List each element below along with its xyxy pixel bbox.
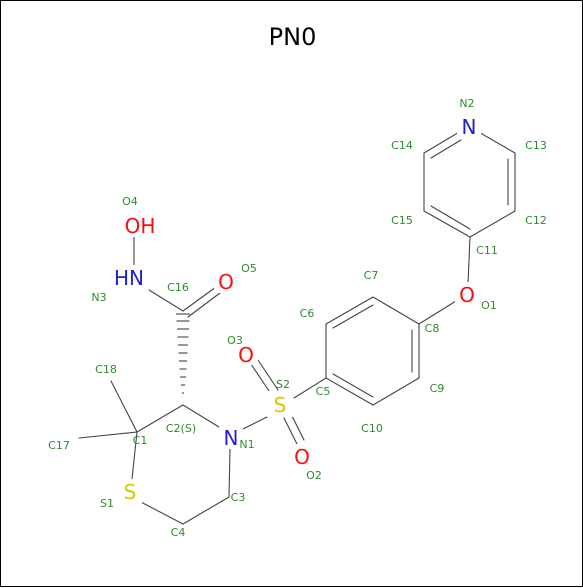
bond-c7-c6-inner (332, 304, 374, 329)
label-o5: O5 (241, 262, 257, 275)
label-c18: C18 (95, 363, 117, 376)
label-c8: C8 (425, 322, 440, 335)
bond-c2-c1 (136, 404, 184, 433)
label-c12: C12 (525, 214, 547, 227)
bond-c12-c11 (469, 210, 516, 238)
atom-o1: O (459, 283, 475, 307)
bond-o1-c8 (418, 300, 457, 325)
label-c3: C3 (231, 491, 246, 504)
bond-n1-c2 (182, 404, 220, 428)
bond-c1-c17 (78, 431, 138, 439)
label-c9: C9 (430, 382, 445, 395)
label-c16: C16 (167, 281, 189, 294)
label-o3: O3 (227, 334, 243, 347)
bond-s2-o2-b (290, 413, 305, 441)
bond-c5-c10-inner (332, 373, 374, 398)
bond-s1-c4 (138, 500, 184, 525)
bond-c10-c9 (372, 377, 420, 406)
bond-c3-n1 (228, 448, 231, 498)
label-o2: O2 (306, 469, 322, 482)
atom-o4: OH (125, 214, 156, 238)
bond-c14-n2-inner (430, 139, 462, 159)
label-c7: C7 (364, 269, 379, 282)
atom-s2: S (274, 393, 287, 417)
molecule-title: PN0 (268, 23, 317, 51)
atom-index-labels: N2 C14 C13 C15 C12 C11 C7 O1 C6 C8 O4 O5… (48, 97, 547, 539)
bond-c16-n3 (148, 289, 184, 312)
label-c4: C4 (171, 526, 186, 539)
label-n3: N3 (91, 291, 106, 304)
atom-n2: N (462, 115, 477, 139)
atom-n3: HN (114, 266, 144, 290)
atom-o5: O (218, 270, 234, 294)
atom-s1: S (124, 480, 137, 504)
bond-c1-s1 (131, 431, 138, 480)
hydroxamic-bonds (133, 236, 221, 318)
label-c6: C6 (300, 307, 315, 320)
bond-c16-o5-a (182, 286, 217, 312)
bond-s2-o3-a (250, 363, 272, 395)
label-c17: C17 (48, 439, 70, 452)
sulfonyl-bonds (242, 359, 327, 445)
bond-c11-c15-inner (430, 205, 471, 230)
stereo-hatch-bond (176, 313, 190, 394)
bond-c5-c10 (325, 377, 374, 406)
label-c15: C15 (391, 214, 413, 227)
atom-n1: N (224, 426, 239, 450)
label-s2: S2 (276, 378, 290, 391)
bond-c4-c3 (182, 496, 230, 525)
atom-symbols: N O S O O N S HN OH O (107, 114, 481, 504)
bond-c16-o5-b (187, 292, 221, 318)
atom-o2: O (294, 445, 310, 469)
label-c2: C2(S) (166, 422, 196, 435)
label-s1: S1 (100, 497, 114, 510)
bond-c5-s2 (293, 377, 327, 399)
bond-c8-c7 (372, 296, 420, 325)
bond-c14-n2 (423, 130, 462, 154)
label-o1: O1 (481, 299, 497, 312)
bond-c11-o1 (467, 236, 471, 285)
bond-c7-c6 (325, 296, 374, 325)
benzene-ring-bonds (325, 296, 420, 406)
label-c5: C5 (316, 385, 331, 398)
pyridine-ring-bonds (423, 126, 516, 238)
label-n1: N1 (239, 438, 254, 451)
ether-bonds (418, 236, 471, 325)
label-c14: C14 (391, 139, 413, 152)
bond-c1-c18 (110, 380, 138, 433)
label-n2: N2 (459, 97, 474, 110)
bond-s2-o3-b (257, 359, 279, 391)
label-o4: O4 (122, 195, 138, 208)
label-c13: C13 (525, 139, 547, 152)
atom-o3: O (238, 343, 254, 367)
label-c11: C11 (476, 244, 498, 257)
bond-s2-o2-a (283, 417, 298, 445)
thiomorpholine-bonds (78, 380, 231, 525)
label-c1: C1 (133, 434, 148, 447)
bond-s2-n1 (242, 414, 272, 430)
bond-c11-c15 (423, 210, 471, 238)
label-c10: C10 (361, 422, 383, 435)
